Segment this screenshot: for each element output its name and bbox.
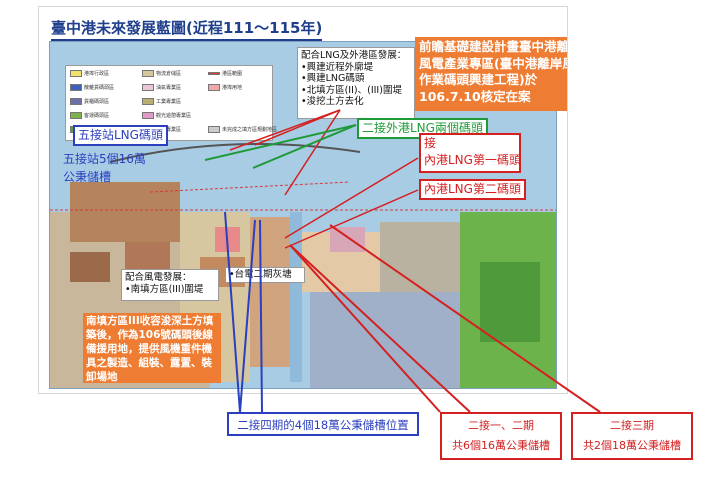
legend-swatch xyxy=(142,98,154,105)
lng-plan-title: 配合LNG及外港區發展： xyxy=(301,50,407,61)
legend-item: 客運碼頭區 xyxy=(70,112,109,119)
inner-lng1-head: 接 xyxy=(424,136,437,150)
legend-item: 港埠用地 xyxy=(208,84,242,91)
legend-label: 觀光遊憩專業區 xyxy=(156,113,192,119)
legend-label: 工業專業區 xyxy=(156,99,182,105)
legend-swatch xyxy=(208,72,220,75)
land-container-zone xyxy=(310,292,460,388)
legend-label: 未完成之填方區規劃地區 xyxy=(222,127,278,133)
outer-breakwater xyxy=(109,143,361,163)
phase12-tank-label: 二接一、二期 共6個16萬公秉儲槽 xyxy=(440,412,562,460)
legend-item: 未完成之填方區規劃地區 xyxy=(208,126,277,133)
station5-tanks-label-line2: 公秉儲槽 xyxy=(63,170,112,184)
station5-lng-callout: 五接站LNG碼頭 xyxy=(73,125,168,146)
land-industrial-zone xyxy=(70,182,180,242)
wind-plan-item: •南填方區(III)圍堤 xyxy=(125,284,204,295)
phase3-label-line1: 二接三期 xyxy=(610,419,654,432)
legend-swatch xyxy=(70,84,82,91)
inner-lng1-callout: 接 內港LNG第一碼頭 xyxy=(419,133,521,173)
phase3-label-line2: 共2個18萬公秉儲槽 xyxy=(583,439,681,452)
legend-label: 散雜貨碼頭區 xyxy=(84,85,115,91)
legend-item: 工業專業區 xyxy=(142,98,181,105)
phase4-tank-label: 二接四期的4個18萬公秉儲槽位置 xyxy=(227,412,419,436)
legend-item: 觀光遊憩專業區 xyxy=(142,112,191,119)
legend-label: 港埠用地 xyxy=(222,85,243,91)
legend-swatch xyxy=(142,84,154,91)
port-boundary-line xyxy=(149,181,351,193)
phase12-label-line2: 共6個16萬公秉儲槽 xyxy=(452,439,550,452)
land-power-plant xyxy=(70,252,110,282)
legend-label: 貨櫃碼頭區 xyxy=(84,99,110,105)
inner-lng2-pointer xyxy=(284,189,419,249)
legend-label: 油氣專業區 xyxy=(156,85,182,91)
page-title: 臺中港未來發展藍圖(近程111～115年) xyxy=(51,17,323,41)
land-oil-zone xyxy=(330,227,365,252)
land-north-pier xyxy=(380,222,460,292)
inner-lng1-pointer xyxy=(284,157,419,239)
lng-plan-item: •浚挖土方去化 xyxy=(301,96,364,107)
legend-item: 油氣專業區 xyxy=(142,84,181,91)
lng-plan-item: •北填方區(II)、(III)圍堤 xyxy=(301,84,402,96)
phase3-tank-label: 二接三期 共2個18萬公秉儲槽 xyxy=(571,412,693,460)
legend-item: 散雜貨碼頭區 xyxy=(70,84,114,91)
outer-lng-pointer xyxy=(252,124,357,169)
land-green-inner xyxy=(480,262,540,342)
offshore-wind-approval-box: 前瞻基礎建設計畫臺中港離岸風電產業專區(臺中港離岸風電作業碼頭興建工程)於106… xyxy=(415,37,567,111)
legend-swatch xyxy=(70,112,82,119)
legend-swatch xyxy=(70,70,82,77)
legend-swatch xyxy=(208,126,220,133)
phase3-pointer xyxy=(329,224,601,413)
phase4-pointer xyxy=(259,219,263,413)
phase4-pointer xyxy=(224,211,241,413)
outer-lng-pointer xyxy=(204,124,357,161)
wind-plan-box: 配合風電發展： •南填方區(III)圍堤 xyxy=(121,269,219,301)
inner-lng2-callout: 內港LNG第二碼頭 xyxy=(419,179,526,200)
callout-line xyxy=(284,109,341,196)
inner-lng1-label: 內港LNG第一碼頭 xyxy=(424,153,521,167)
phase12-pointer xyxy=(289,244,471,413)
callout-line xyxy=(229,109,341,151)
lng-plan-item: •興建LNG碼頭 xyxy=(301,73,365,84)
south-reclamation-note: 南填方區III收容浚深土方填築後，作為106號碼頭後線備援用地，提供風機重件機具… xyxy=(83,313,221,383)
legend-label: 港區範圍 xyxy=(222,71,243,77)
legend-label: 港埠行政區 xyxy=(84,71,110,77)
slide: 臺中港未來發展藍圖(近程111～115年) 港埠行政區 xyxy=(38,6,568,394)
phase12-pointer xyxy=(289,244,441,413)
land-pier-central xyxy=(250,217,290,367)
legend-label: 物流倉儲區 xyxy=(156,71,182,77)
legend-item: 港區範圍 xyxy=(208,70,242,77)
lng-plan-item: •興建近程外廓堤 xyxy=(301,61,374,73)
legend-swatch xyxy=(208,84,220,91)
legend-swatch xyxy=(70,98,82,105)
phase12-label-line1: 二接一、二期 xyxy=(468,419,534,432)
legend-swatch xyxy=(142,112,154,119)
lng-plan-box: 配合LNG及外港區發展： •興建近程外廓堤 •興建LNG碼頭 •北填方區(II)… xyxy=(297,47,415,119)
phase4-pointer xyxy=(239,219,256,413)
legend-label: 產業專業區 xyxy=(156,127,182,133)
legend-label: 客運碼頭區 xyxy=(84,113,110,119)
legend-item: 物流倉儲區 xyxy=(142,70,181,77)
legend-item: 貨櫃碼頭區 xyxy=(70,98,109,105)
station5-tanks-label-line1: 五接站5個16萬 xyxy=(63,152,146,166)
legend-swatch xyxy=(142,70,154,77)
legend-item: 港埠行政區 xyxy=(70,70,109,77)
wind-plan-title: 配合風電發展： xyxy=(125,272,192,283)
